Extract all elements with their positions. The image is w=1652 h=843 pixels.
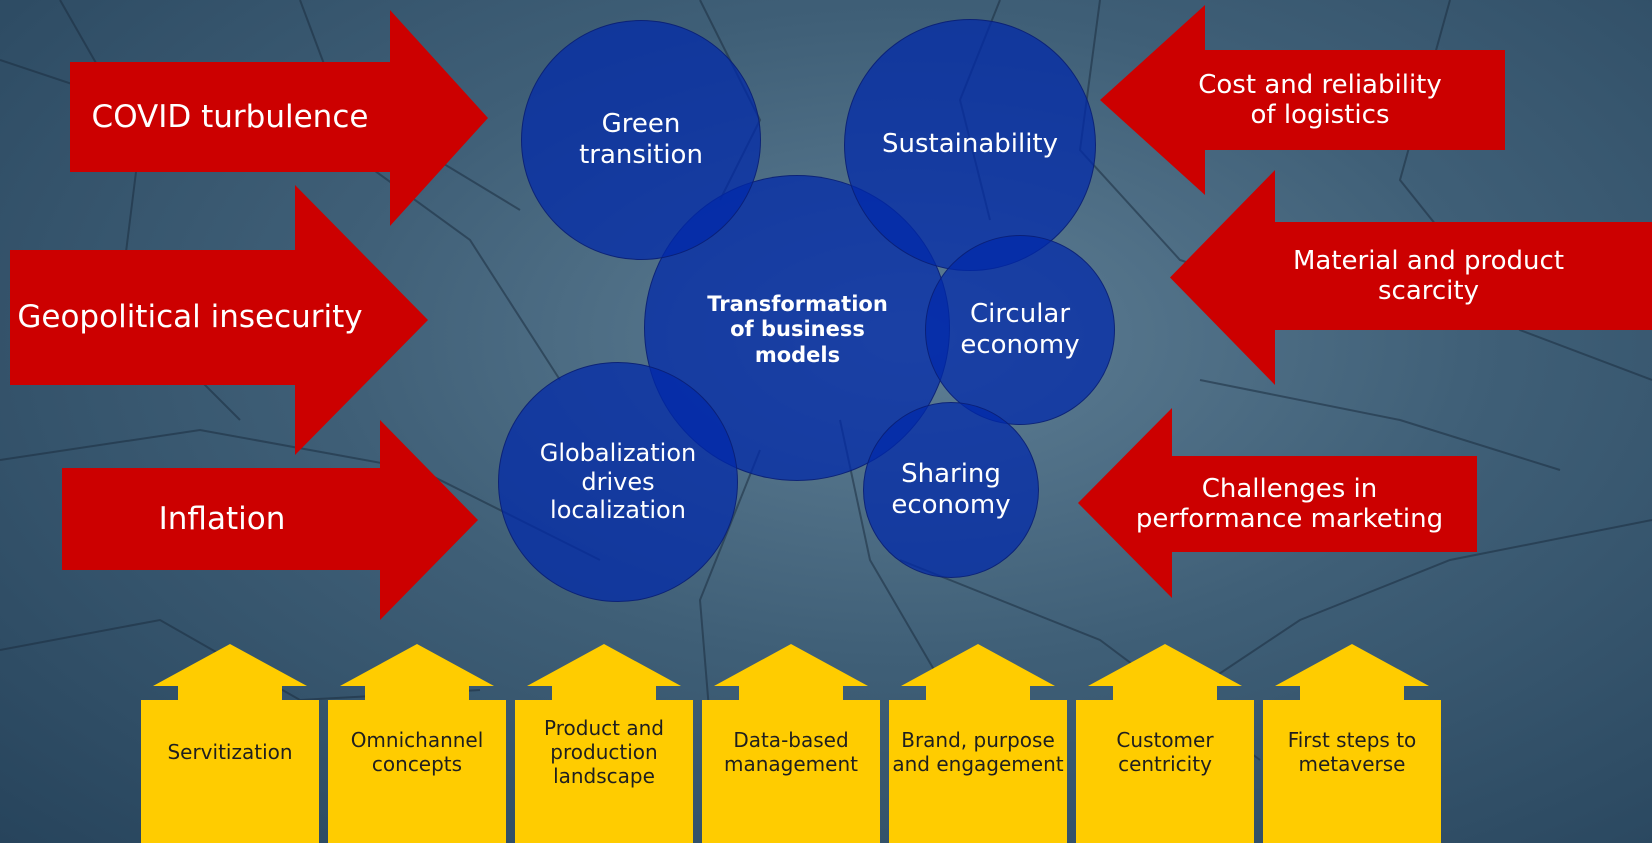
topic-circle-label-3: Circular economy xyxy=(960,298,1080,360)
bottom-arrow-7 xyxy=(1263,644,1441,843)
bottom-arrow-label-2: Omnichannel concepts xyxy=(350,728,484,776)
right-arrow-2 xyxy=(1170,170,1652,385)
topic-circle-4 xyxy=(498,362,738,602)
left-arrow-2 xyxy=(10,185,428,455)
topic-circle-2 xyxy=(844,19,1096,271)
left-arrow-label-3: Inflation xyxy=(158,500,286,537)
left-arrow-label-2: Geopolitical insecurity xyxy=(17,299,363,336)
topic-circle-label-1: Green transition xyxy=(579,108,703,170)
right-arrow-1 xyxy=(1100,5,1505,195)
topic-circle-1 xyxy=(521,20,761,260)
bottom-arrow-label-3: Product and production landscape xyxy=(544,716,664,788)
bottom-arrow-1 xyxy=(141,644,319,843)
topic-circle-5 xyxy=(863,402,1039,578)
topic-circle-label-5: Sharing economy xyxy=(891,458,1011,520)
right-arrow-label-1: Cost and reliability of logistics xyxy=(1198,69,1442,130)
left-arrow-3 xyxy=(62,420,478,620)
right-arrow-3 xyxy=(1078,408,1477,598)
right-arrow-label-3: Challenges in performance marketing xyxy=(1135,473,1444,534)
left-arrow-label-1: COVID turbulence xyxy=(91,98,369,135)
bottom-arrow-6 xyxy=(1076,644,1254,843)
bottom-arrow-5 xyxy=(889,644,1067,843)
bottom-arrow-label-5: Brand, purpose and engagement xyxy=(892,728,1064,776)
center-label: Transformation of business models xyxy=(707,292,888,367)
topic-circle-label-2: Sustainability xyxy=(881,129,1059,160)
bottom-arrow-2 xyxy=(328,644,506,843)
right-arrow-label-2: Material and product scarcity xyxy=(1292,245,1565,306)
left-arrow-1 xyxy=(70,10,488,226)
bottom-arrow-label-7: First steps to metaverse xyxy=(1287,728,1417,776)
bottom-arrow-4 xyxy=(702,644,880,843)
topic-circle-label-4: Globalization drives localization xyxy=(539,438,697,525)
bottom-arrow-3 xyxy=(515,644,693,843)
topic-circle-3 xyxy=(925,235,1115,425)
bottom-arrow-label-6: Customer centricity xyxy=(1116,728,1214,776)
bottom-arrow-label-4: Data-based management xyxy=(724,728,858,776)
bottom-arrow-label-1: Servitization xyxy=(167,740,293,764)
